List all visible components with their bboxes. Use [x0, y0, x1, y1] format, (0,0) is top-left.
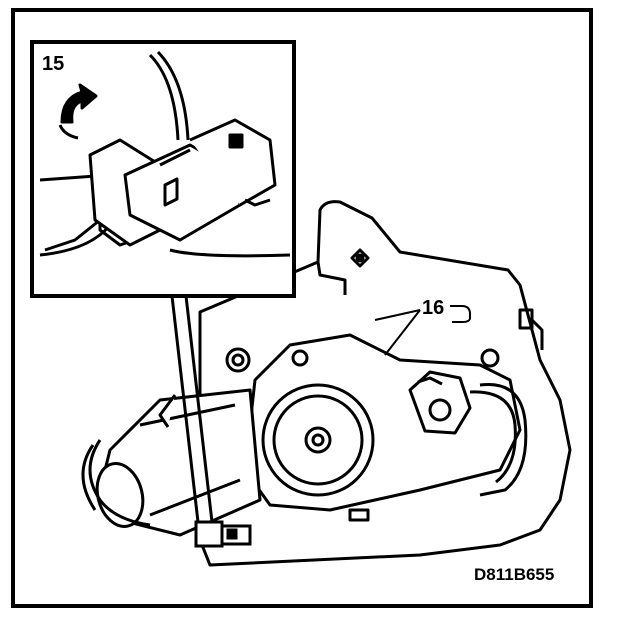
inset-connector-detail — [39, 50, 291, 258]
wiring-harness — [81, 382, 528, 527]
callout-16-leader — [374, 305, 471, 356]
callout-15: 15 — [42, 53, 64, 75]
inset-leader-lines — [170, 295, 214, 523]
outer-frame — [11, 8, 593, 608]
figure-reference: D811B655 — [474, 565, 554, 584]
bottom-connector — [194, 520, 252, 548]
callout-16: 16 — [422, 297, 444, 319]
actuator-housing — [223, 333, 522, 522]
door-panel — [198, 200, 572, 567]
